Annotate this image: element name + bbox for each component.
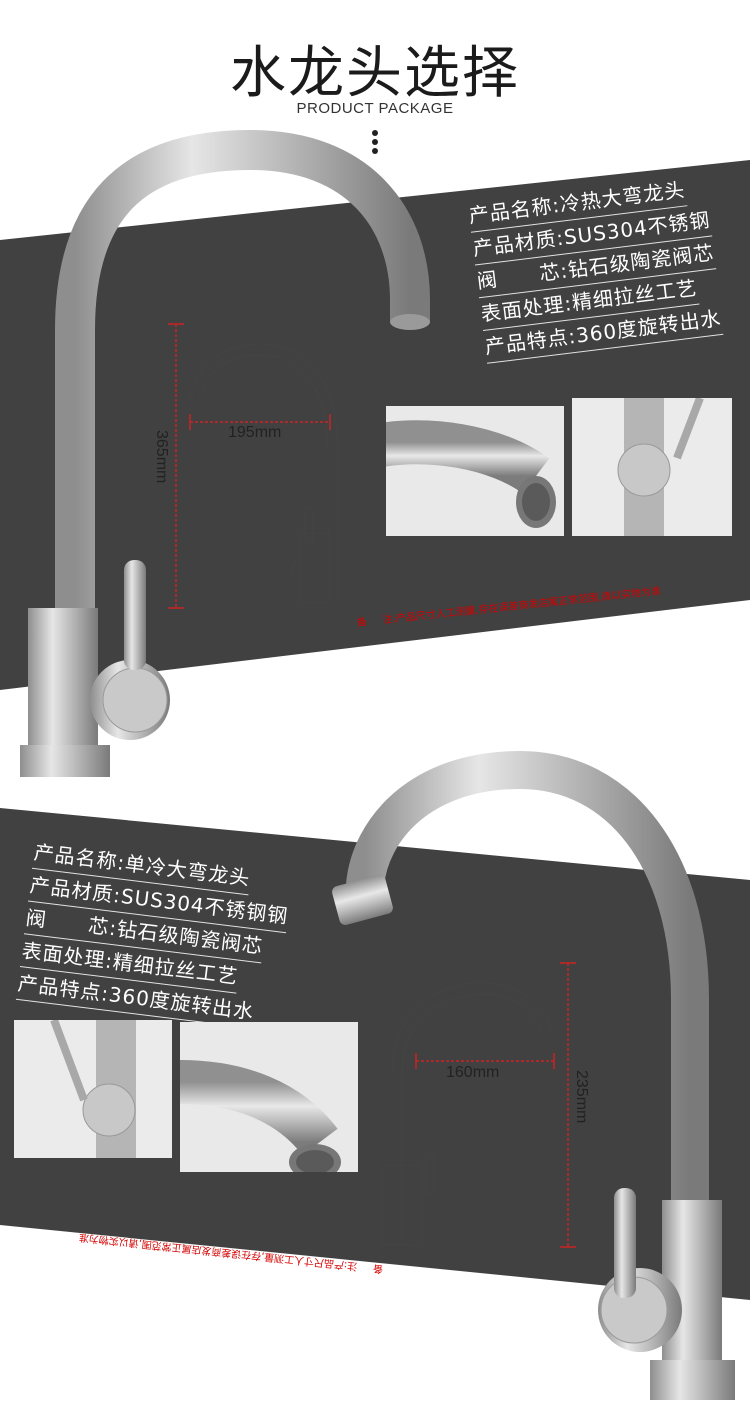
spec-list-1: 产品名称:冷热大弯龙头 产品材质:SUS304不锈钢 阀 芯:钻石级陶瓷阀芯 表… xyxy=(467,171,724,364)
faucet-image-1 xyxy=(20,129,430,777)
note-mark-1: 备 xyxy=(356,616,368,629)
handle-detail-photo-2 xyxy=(14,1020,172,1158)
height-label-2: 235mm xyxy=(573,1070,590,1124)
dark-panel-top xyxy=(0,160,750,690)
width-label-1: 195mm xyxy=(228,424,282,441)
height-label-1: 365mm xyxy=(153,430,170,484)
width-label-2: 160mm xyxy=(446,1064,500,1081)
dark-panel-bottom xyxy=(0,808,750,1300)
page-subtitle: PRODUCT PACKAGE xyxy=(296,100,454,117)
faucet-image-2 xyxy=(332,750,735,1400)
page-title: 水龙头选择 xyxy=(230,41,520,106)
spout-detail-photo-1 xyxy=(386,406,564,536)
divider-dots xyxy=(371,130,379,157)
spec-list-2: 产品名称:单冷大弯龙头 产品材质:SUS304不锈钢钢 阀 芯:钻石级陶瓷阀芯 … xyxy=(15,836,294,1031)
note-mark-2: 备 xyxy=(372,1262,384,1275)
handle-detail-photo-1 xyxy=(572,398,732,536)
dimension-drawing-1 xyxy=(168,323,339,609)
dimension-drawing-2 xyxy=(381,962,576,1248)
spout-detail-photo-2 xyxy=(180,1022,358,1172)
